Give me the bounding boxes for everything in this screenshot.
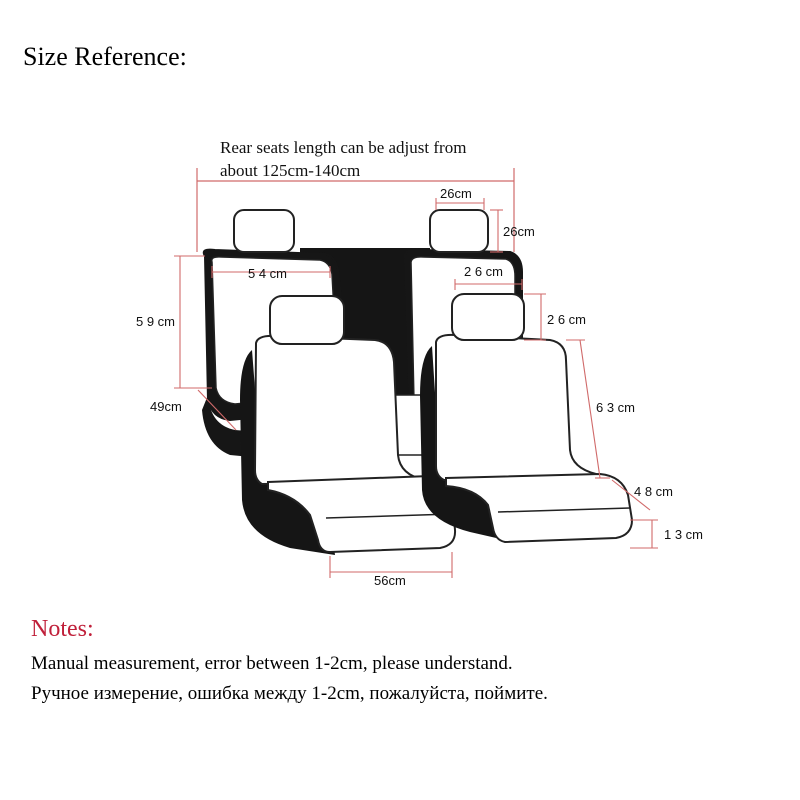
notes-title: Notes: — [31, 616, 94, 642]
note-english: Manual measurement, error between 1-2cm,… — [31, 653, 513, 674]
front-right-seat-side — [420, 346, 505, 540]
rear-left-headrest — [233, 209, 295, 253]
note-russian: Ручное измерение, ошибка между 1-2cm, по… — [31, 683, 548, 704]
rear-headrest-height-label: 26cm — [503, 224, 535, 239]
rear-cushion-depth-label: 49cm — [150, 399, 182, 414]
front-cushion-thickness-label: 1 3 cm — [664, 527, 703, 542]
front-left-backrest — [253, 334, 441, 486]
front-cushion-depth-label: 4 8 cm — [634, 484, 673, 499]
front-right-backrest — [435, 333, 611, 482]
dimension-lines — [174, 198, 658, 578]
rear-back-width-label: 5 4 cm — [248, 266, 287, 281]
rear-right-headrest — [429, 209, 489, 253]
front-left-headrest — [269, 295, 345, 345]
rear-headrest-width-label: 26cm — [440, 186, 472, 201]
front-headrest-height-label: 2 6 cm — [547, 312, 586, 327]
rear-length-dimension — [196, 168, 515, 252]
front-headrest-width-label: 2 6 cm — [464, 264, 503, 279]
front-back-height-label: 6 3 cm — [596, 400, 635, 415]
rear-back-height-label: 5 9 cm — [136, 314, 175, 329]
front-left-seat-side — [240, 350, 335, 555]
front-cushion-width-label: 56cm — [374, 573, 406, 588]
front-right-cushion — [445, 472, 634, 544]
rear-length-note-line2: about 125cm-140cm — [220, 161, 360, 180]
front-right-headrest — [451, 293, 525, 341]
rear-length-note-line1: Rear seats length can be adjust from — [220, 138, 466, 157]
size-reference-title: Size Reference: — [23, 42, 187, 71]
